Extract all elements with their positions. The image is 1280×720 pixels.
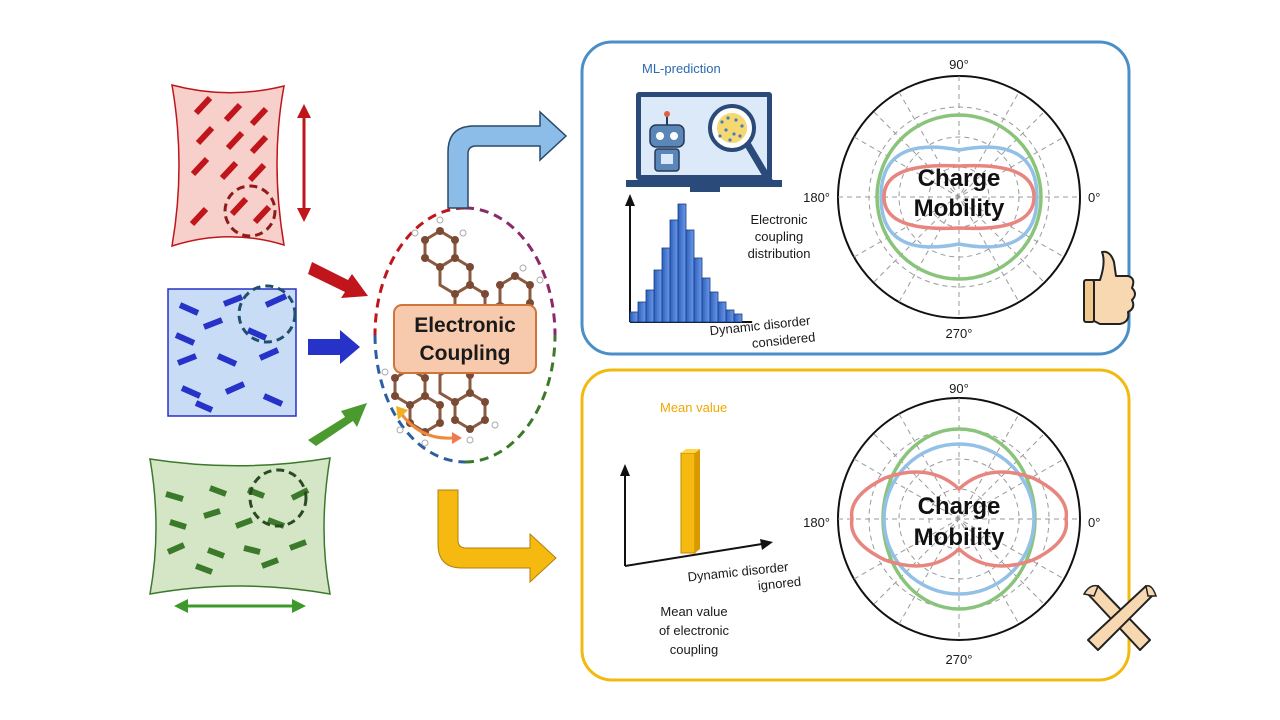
crossed-arms-icon: [1082, 584, 1158, 651]
distribution-caption-line3: distribution: [748, 246, 811, 261]
red-vertical-strain-arrow: [297, 104, 311, 222]
bottom-label-180: 180°: [803, 515, 830, 530]
green-horizontal-strain-arrow: [174, 599, 306, 613]
red-strain-patch: [171, 83, 311, 248]
electronic-coupling-box: Electronic Coupling: [393, 304, 537, 374]
dynamic-disorder-considered-line2: considered: [751, 329, 816, 351]
center-label-line2: Coupling: [420, 342, 511, 365]
computer-robot-icon: [626, 92, 782, 192]
distribution-caption-line2: coupling: [755, 229, 803, 244]
distribution-caption-line1: Electronic: [750, 212, 808, 227]
green-input-arrow: [308, 403, 367, 446]
red-input-arrow: [308, 262, 368, 298]
top-label-270: 270°: [946, 326, 973, 341]
bottom-label-270: 270°: [946, 652, 973, 667]
mean-coupling-caption-line1: Mean value: [660, 604, 727, 619]
blue-sample-circle: [237, 284, 297, 344]
mean-coupling-caption-line3: coupling: [670, 642, 718, 657]
top-label-180: 180°: [803, 190, 830, 205]
top-charge-label: Charge: [918, 165, 1001, 192]
bottom-polar-plot: Charge Mobility 90° 270° 180° 0°: [803, 381, 1100, 667]
blue-molecule-sticks: [174, 293, 288, 413]
bottom-mobility-label: Mobility: [914, 524, 1005, 551]
coupling-distribution-histogram: [625, 194, 752, 323]
center-label-line1: Electronic: [414, 314, 516, 337]
top-mobility-label: Mobility: [914, 195, 1005, 222]
mean-coupling-caption-line2: of electronic: [659, 623, 730, 638]
blue-crystal-patch: [167, 284, 297, 417]
top-label-90: 90°: [949, 57, 969, 72]
ml-prediction-title: ML-prediction: [642, 61, 721, 76]
bottom-charge-label: Charge: [918, 493, 1001, 520]
top-label-0: 0°: [1088, 190, 1100, 205]
coupling-ellipse: [373, 206, 557, 464]
mean-value-title: Mean value: [660, 400, 727, 415]
dynamic-disorder-ignored-line2: ignored: [757, 574, 802, 593]
red-sample-circle: [223, 184, 277, 238]
bottom-label-0: 0°: [1088, 515, 1100, 530]
mean-value-bar-chart: [620, 449, 773, 567]
top-route-arrow: [447, 110, 568, 209]
bottom-label-90: 90°: [949, 381, 969, 396]
green-sample-circle: [248, 468, 308, 528]
mean-value-panel: Mean value Dynamic disorder ignored Mean…: [580, 368, 1158, 682]
bottom-route-arrow: [437, 489, 557, 584]
top-polar-plot: Charge Mobility 90° 270° 180° 0°: [803, 57, 1100, 341]
green-molecule-sticks: [165, 485, 310, 575]
red-molecule-sticks: [189, 95, 272, 227]
blue-input-arrow: [308, 330, 360, 364]
green-strain-patch: [149, 457, 331, 613]
ml-prediction-panel: ML-prediction: [580, 40, 1136, 356]
thumbs-up-icon: [1083, 250, 1136, 325]
